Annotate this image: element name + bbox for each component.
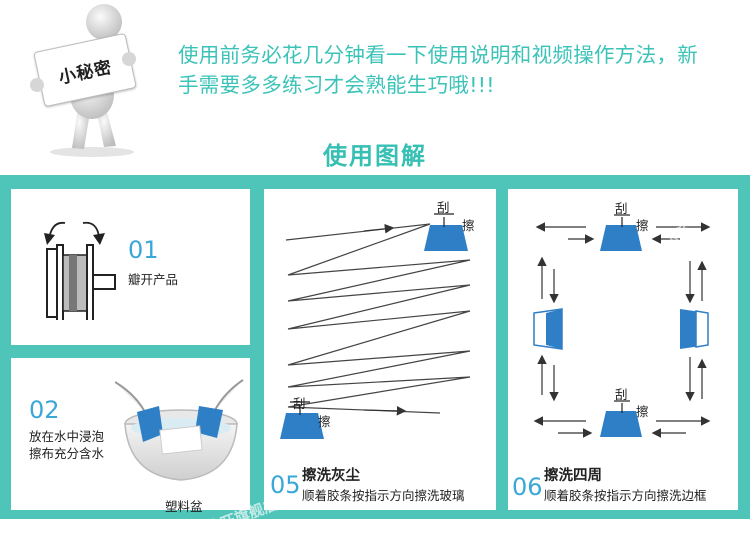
- step-panel-02: 02 放在水中浸泡擦布充分含水 塑料盆: [11, 358, 250, 514]
- step-number-01: 01: [128, 236, 159, 264]
- step-title-05: 擦洗灰尘: [302, 468, 360, 484]
- intro-text: 使用前务必花几分钟看一下使用说明和视频操作方法，新手需要多多练习才会熟能生巧哦!…: [178, 43, 698, 97]
- edge-wipe-diagram: [533, 214, 711, 438]
- step-number-05: 05: [270, 471, 301, 499]
- basin-label: 塑料盆: [165, 499, 203, 514]
- section-title: 使用图解: [323, 142, 427, 170]
- badge-label: 小秘密: [57, 57, 115, 88]
- step-panel-01: 01 瓣开产品: [11, 189, 250, 345]
- wipe-label-06-top: 擦: [636, 218, 649, 233]
- step-caption-06: 顺着胶条按指示方向擦洗边框: [544, 488, 707, 503]
- scrape-label-06-bottom: 刮: [615, 387, 628, 402]
- scrape-label-bottom: 刮: [293, 396, 306, 411]
- step-title-06: 擦洗四周: [544, 468, 602, 484]
- mascot-hand-right: [122, 52, 136, 66]
- zigzag-wipe-diagram: [280, 213, 471, 439]
- step-number-06: 06: [512, 473, 543, 501]
- mascot-hand-left: [30, 78, 44, 92]
- step-caption-02: 放在水中浸泡擦布充分含水: [29, 429, 105, 461]
- squeegee-tool-top: [424, 213, 468, 251]
- squeegee-tool-bottom: [280, 401, 324, 439]
- basin-soaking-illustration: [115, 379, 244, 481]
- wipe-label-top: 擦: [462, 218, 475, 233]
- wipe-label-06-bottom: 擦: [636, 404, 649, 419]
- step-panel-05: 刮 擦 刮 擦 05 擦洗灰尘 顺着胶条按指示方向擦洗玻璃: [264, 189, 496, 510]
- scrape-label-06-top: 刮: [615, 201, 628, 216]
- product-open-diagram: [44, 221, 116, 320]
- step-panel-06: 刮 擦 刮 擦 06 擦洗四周 顺着胶条按指示方向擦洗边框: [508, 189, 738, 510]
- step-caption-01: 瓣开产品: [128, 272, 179, 287]
- step-number-02: 02: [29, 396, 60, 424]
- scrape-label-top: 刮: [437, 200, 450, 215]
- step-caption-05: 顺着胶条按指示方向擦洗玻璃: [302, 488, 465, 503]
- wipe-label-bottom: 擦: [318, 414, 331, 429]
